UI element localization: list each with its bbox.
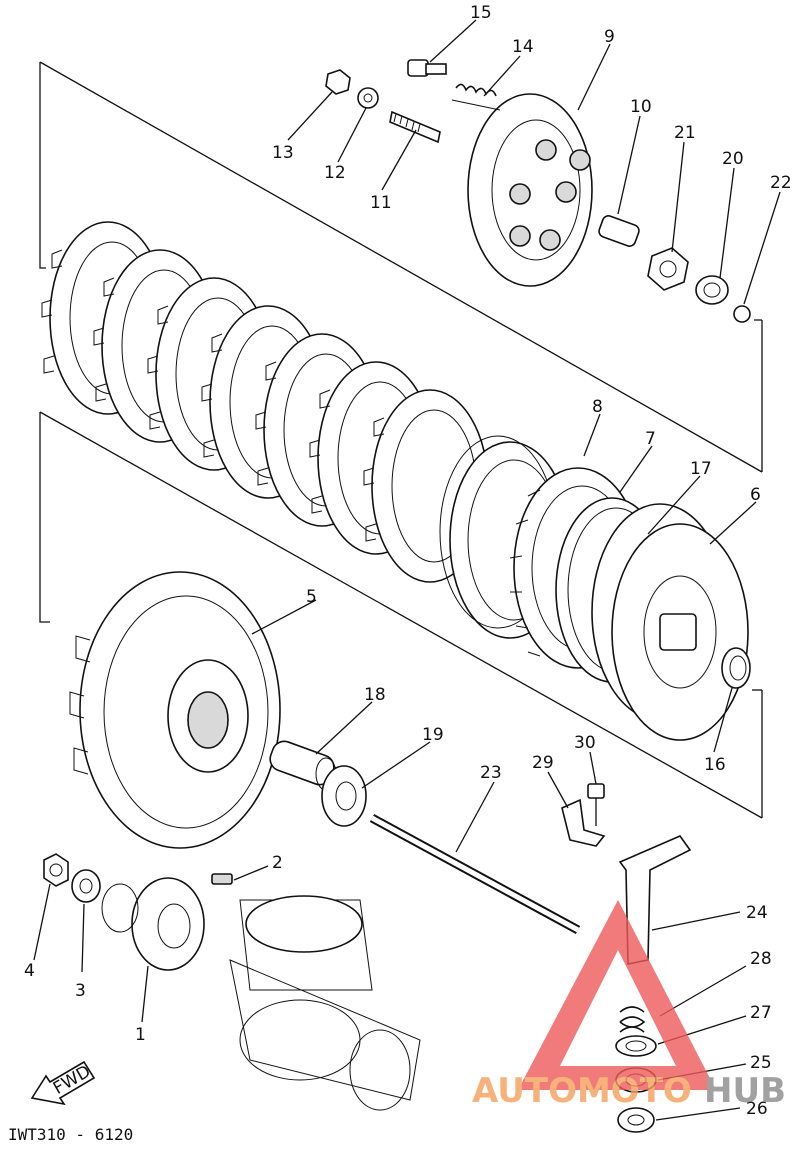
part-label-19: 19 — [422, 725, 444, 745]
upper-bracket-frame — [39, 61, 763, 473]
watermark: AUTOMOTO HUB — [472, 900, 786, 1111]
part-label-21: 21 — [674, 123, 696, 143]
watermark-text-b: HUB — [704, 1071, 786, 1111]
nut-21 — [647, 247, 689, 291]
washer-12 — [357, 87, 379, 109]
part-label-26: 26 — [746, 1099, 768, 1119]
drive-gear-1 — [101, 877, 205, 971]
part-label-25: 25 — [750, 1053, 772, 1073]
drawing-code: IWT310 - 6120 — [8, 1125, 133, 1144]
part-label-1: 1 — [135, 1025, 146, 1045]
part-number-labels: 1 2 3 4 5 6 7 8 9 10 11 12 13 14 15 16 1… — [24, 3, 792, 1119]
pressure-plate-assembly — [325, 59, 751, 323]
spring-28 — [619, 1006, 646, 1033]
part-label-10: 10 — [630, 97, 652, 117]
part-label-5: 5 — [306, 587, 317, 607]
fwd-arrow: FWD — [30, 1060, 96, 1106]
lock-washer-20 — [695, 275, 729, 305]
part-label-9: 9 — [604, 27, 615, 47]
bolt-15 — [407, 59, 429, 77]
washer-19 — [321, 765, 367, 827]
part-label-20: 20 — [722, 149, 744, 169]
bracket-29 — [561, 798, 606, 847]
screw-30 — [587, 783, 605, 826]
key-2 — [211, 873, 233, 885]
ball-22 — [733, 305, 751, 323]
part-label-12: 12 — [324, 163, 346, 183]
part-label-13: 13 — [272, 143, 294, 163]
washer-3 — [71, 869, 101, 903]
nut-13 — [325, 69, 351, 95]
part-label-8: 8 — [592, 397, 603, 417]
bearing-26 — [617, 1107, 655, 1133]
part-label-7: 7 — [645, 429, 656, 449]
watermark-text-a: AUTOMOTO — [472, 1071, 692, 1111]
part-label-30: 30 — [574, 733, 596, 753]
part-label-15: 15 — [470, 3, 492, 23]
oil-seal-27 — [615, 1035, 657, 1057]
crankshaft — [229, 895, 421, 1111]
stud-11 — [389, 110, 441, 144]
part-label-2: 2 — [272, 853, 283, 873]
leader-lines — [33, 19, 781, 1121]
clutch-housing-5 — [69, 571, 281, 849]
part-label-16: 16 — [704, 755, 726, 775]
watermark-triangle-icon — [518, 900, 716, 1090]
push-rod-23 — [369, 814, 581, 934]
push-rod-10 — [598, 215, 640, 247]
clutch-boss-6 — [591, 503, 749, 741]
part-label-29: 29 — [532, 753, 554, 773]
part-label-17: 17 — [690, 459, 712, 479]
clutch-plate-stack — [41, 221, 751, 741]
part-label-27: 27 — [750, 1003, 772, 1023]
part-label-18: 18 — [364, 685, 386, 705]
part-label-23: 23 — [480, 763, 502, 783]
push-lever-24 — [618, 835, 692, 965]
part-label-22: 22 — [770, 173, 792, 193]
circlip-16 — [721, 647, 751, 689]
part-label-3: 3 — [75, 981, 86, 1001]
nut-4 — [43, 853, 69, 887]
part-label-4: 4 — [24, 961, 35, 981]
lower-bracket-frame — [39, 411, 763, 819]
part-label-6: 6 — [750, 485, 761, 505]
part-label-24: 24 — [746, 903, 768, 923]
part-label-28: 28 — [750, 949, 772, 969]
part-label-11: 11 — [370, 193, 392, 213]
part-label-14: 14 — [512, 37, 534, 57]
